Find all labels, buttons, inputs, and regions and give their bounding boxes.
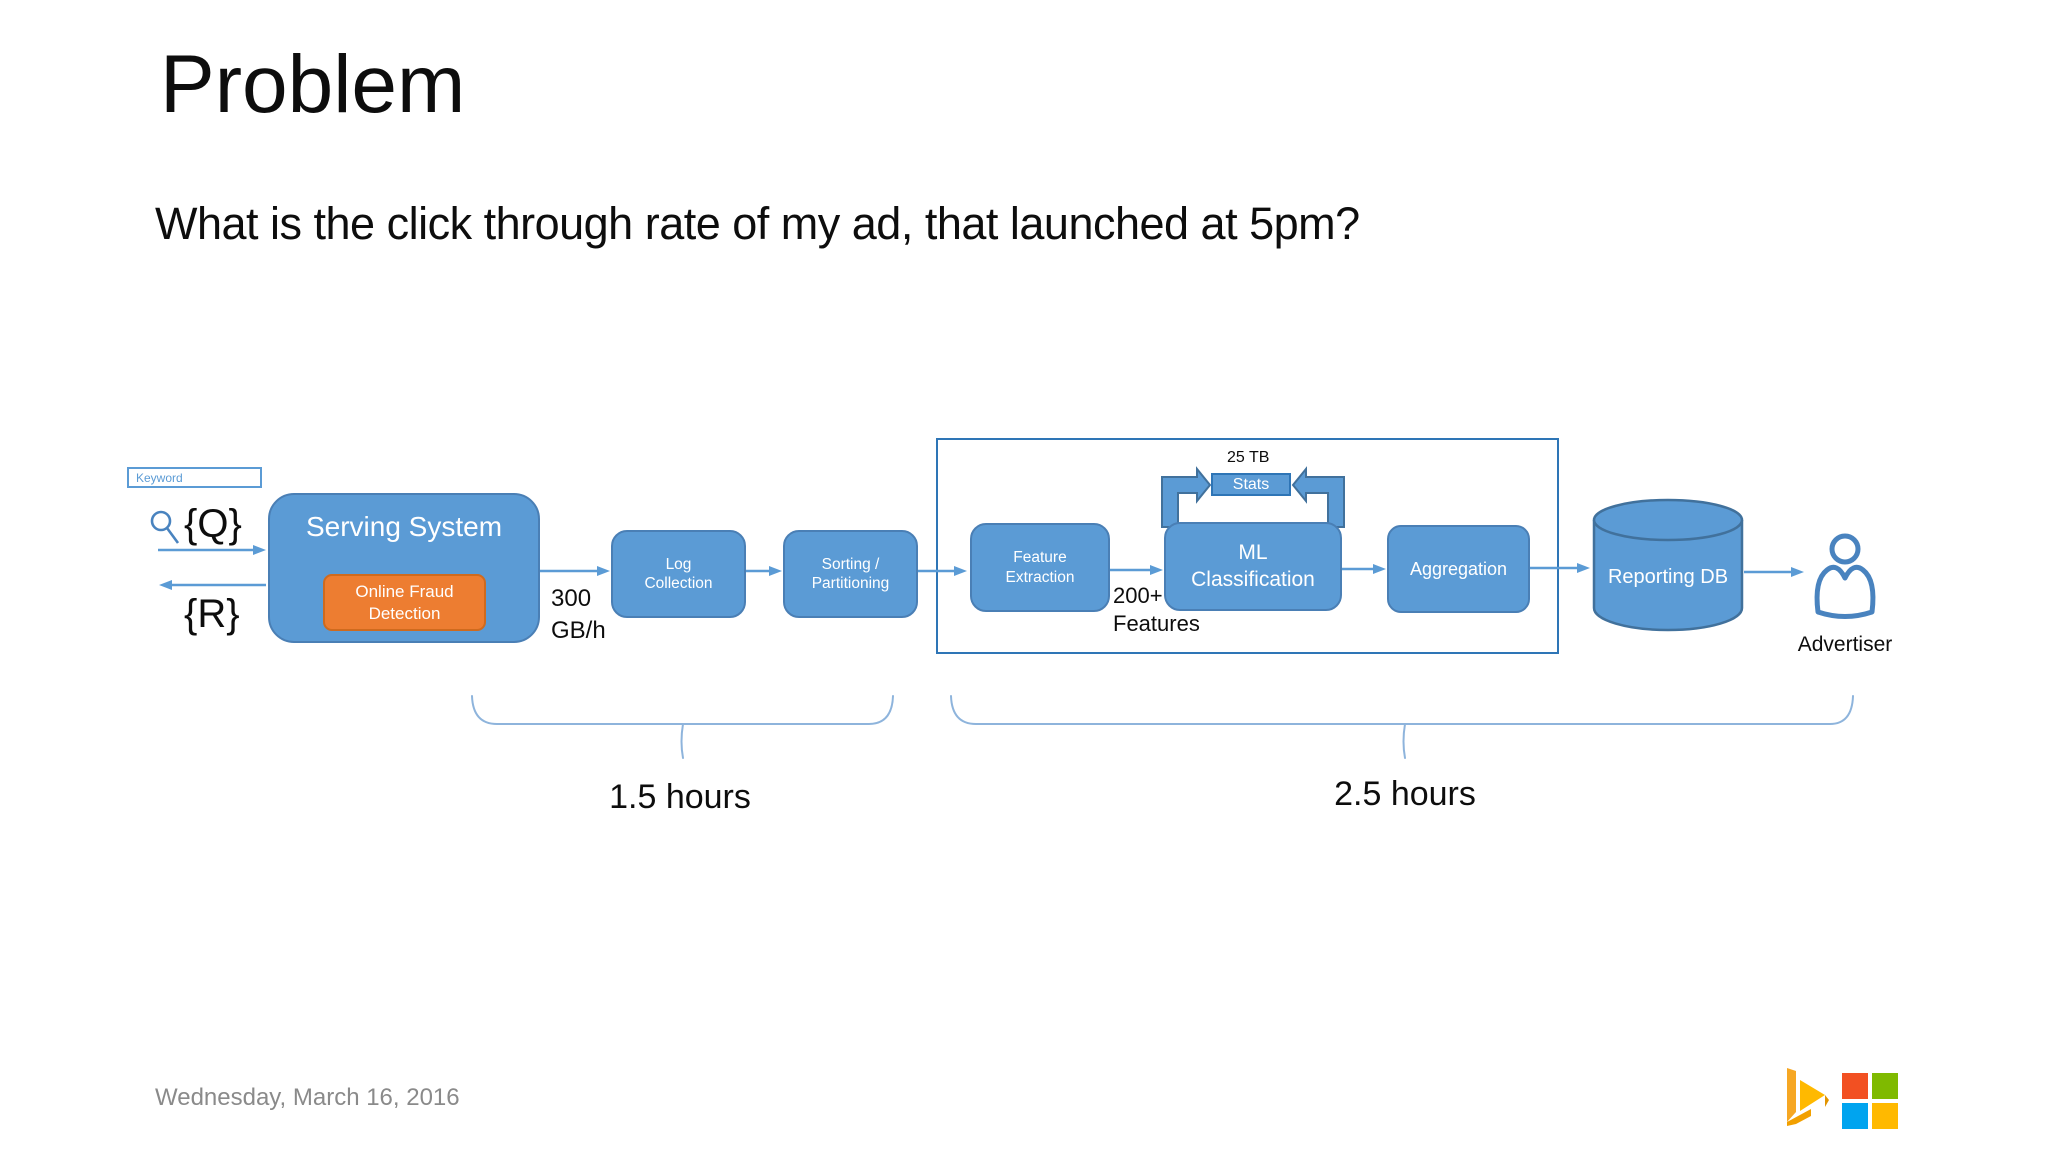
brace-batch-2 bbox=[950, 695, 1854, 759]
stats-label: Stats bbox=[1232, 475, 1270, 493]
response-set-label: {R} bbox=[184, 592, 240, 636]
bing-logo bbox=[1787, 1068, 1829, 1126]
stats-write-block-arrow bbox=[1161, 466, 1212, 528]
person-icon bbox=[1814, 533, 1876, 619]
sorting-line2: Partitioning bbox=[811, 575, 890, 592]
fraud-label-line2: Detection bbox=[368, 603, 441, 623]
ml-pipeline-group-box bbox=[936, 438, 1559, 654]
log-collection-node: Log Collection bbox=[611, 530, 746, 618]
stats-read-block-arrow bbox=[1291, 466, 1345, 528]
footer-date: Wednesday, March 16, 2016 bbox=[155, 1084, 460, 1111]
aggregation-label: Aggregation bbox=[1409, 558, 1508, 579]
page-title: Problem bbox=[160, 39, 466, 130]
feature-extraction-line1: Feature bbox=[1013, 549, 1067, 567]
slide-subtitle: What is the click through rate of my ad,… bbox=[155, 198, 1360, 249]
log-collection-line1: Log bbox=[665, 555, 692, 573]
log-collection-line2: Collection bbox=[644, 575, 713, 592]
online-fraud-detection-node: Online Fraud Detection bbox=[323, 574, 486, 631]
features-count-label: 200+ Features bbox=[1113, 582, 1200, 637]
advertiser-label: Advertiser bbox=[1797, 633, 1893, 656]
feature-extraction-node: Feature Extraction bbox=[970, 523, 1110, 612]
brace-batch-1 bbox=[471, 695, 894, 759]
ms-square-blue bbox=[1842, 1103, 1868, 1129]
ml-line1: ML bbox=[1238, 541, 1268, 565]
ml-classification-node: ML Classification bbox=[1164, 522, 1342, 611]
ml-line2: Classification bbox=[1191, 567, 1315, 591]
throughput-value: 300 bbox=[551, 585, 592, 612]
throughput-label: 300 GB/h bbox=[551, 583, 606, 648]
fraud-label-line1: Online Fraud bbox=[355, 582, 454, 602]
duration-label-collection: 1.5 hours bbox=[609, 778, 751, 816]
stats-size-label: 25 TB bbox=[1227, 449, 1270, 466]
microsoft-logo bbox=[1842, 1073, 1898, 1129]
keyword-input-label: Keyword bbox=[136, 470, 183, 485]
stats-node: Stats bbox=[1211, 473, 1291, 496]
keyword-input: Keyword bbox=[127, 467, 262, 488]
aggregation-node: Aggregation bbox=[1387, 525, 1530, 613]
search-icon bbox=[150, 510, 180, 544]
sorting-line1: Sorting / bbox=[821, 555, 880, 573]
reporting-db-label: Reporting DB bbox=[1607, 566, 1729, 588]
duration-label-ml: 2.5 hours bbox=[1334, 775, 1476, 813]
serving-system-label: Serving System bbox=[305, 511, 503, 542]
features-count-value: 200+ bbox=[1113, 583, 1163, 608]
ms-square-red bbox=[1842, 1073, 1868, 1099]
database-cylinder-icon bbox=[1592, 498, 1744, 632]
features-count-word: Features bbox=[1113, 610, 1200, 636]
ms-square-green bbox=[1872, 1073, 1898, 1099]
sorting-partitioning-node: Sorting / Partitioning bbox=[783, 530, 918, 618]
ms-square-yellow bbox=[1872, 1103, 1898, 1129]
feature-extraction-line2: Extraction bbox=[1005, 568, 1075, 586]
throughput-unit: GB/h bbox=[551, 617, 606, 645]
query-set-label: {Q} bbox=[184, 502, 242, 546]
